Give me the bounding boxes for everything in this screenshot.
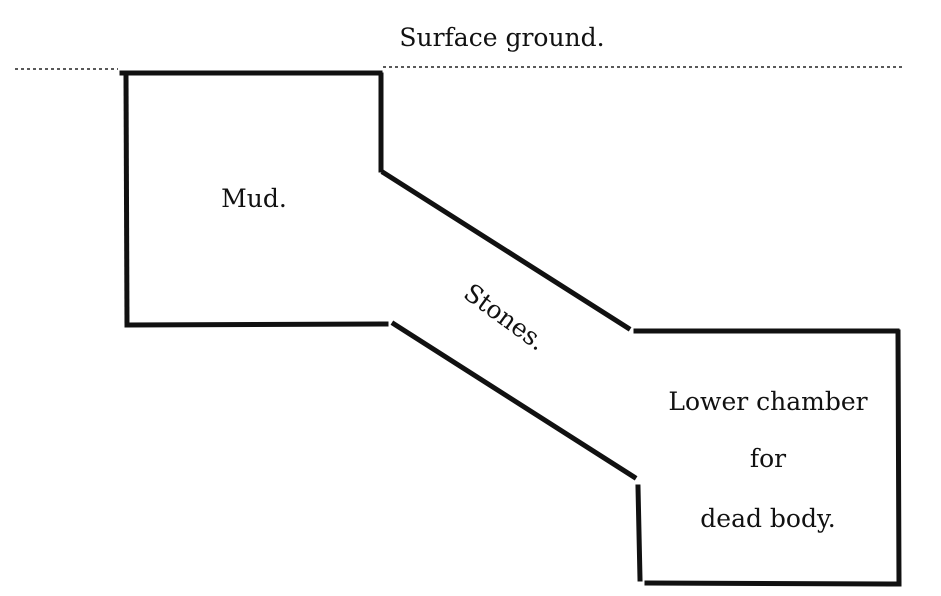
stones-label: Stones. bbox=[458, 278, 551, 357]
chamber-label-line3: dead body. bbox=[700, 504, 835, 533]
chamber-label-line1: Lower chamber bbox=[668, 387, 867, 416]
surface-ground-label: Surface ground. bbox=[399, 23, 604, 52]
chamber-label-line2: for bbox=[750, 444, 786, 473]
mud-label: Mud. bbox=[221, 184, 287, 213]
upper-chamber-walls bbox=[119, 70, 389, 328]
lower-chamber-walls bbox=[633, 328, 902, 587]
passage-walls bbox=[380, 169, 638, 481]
